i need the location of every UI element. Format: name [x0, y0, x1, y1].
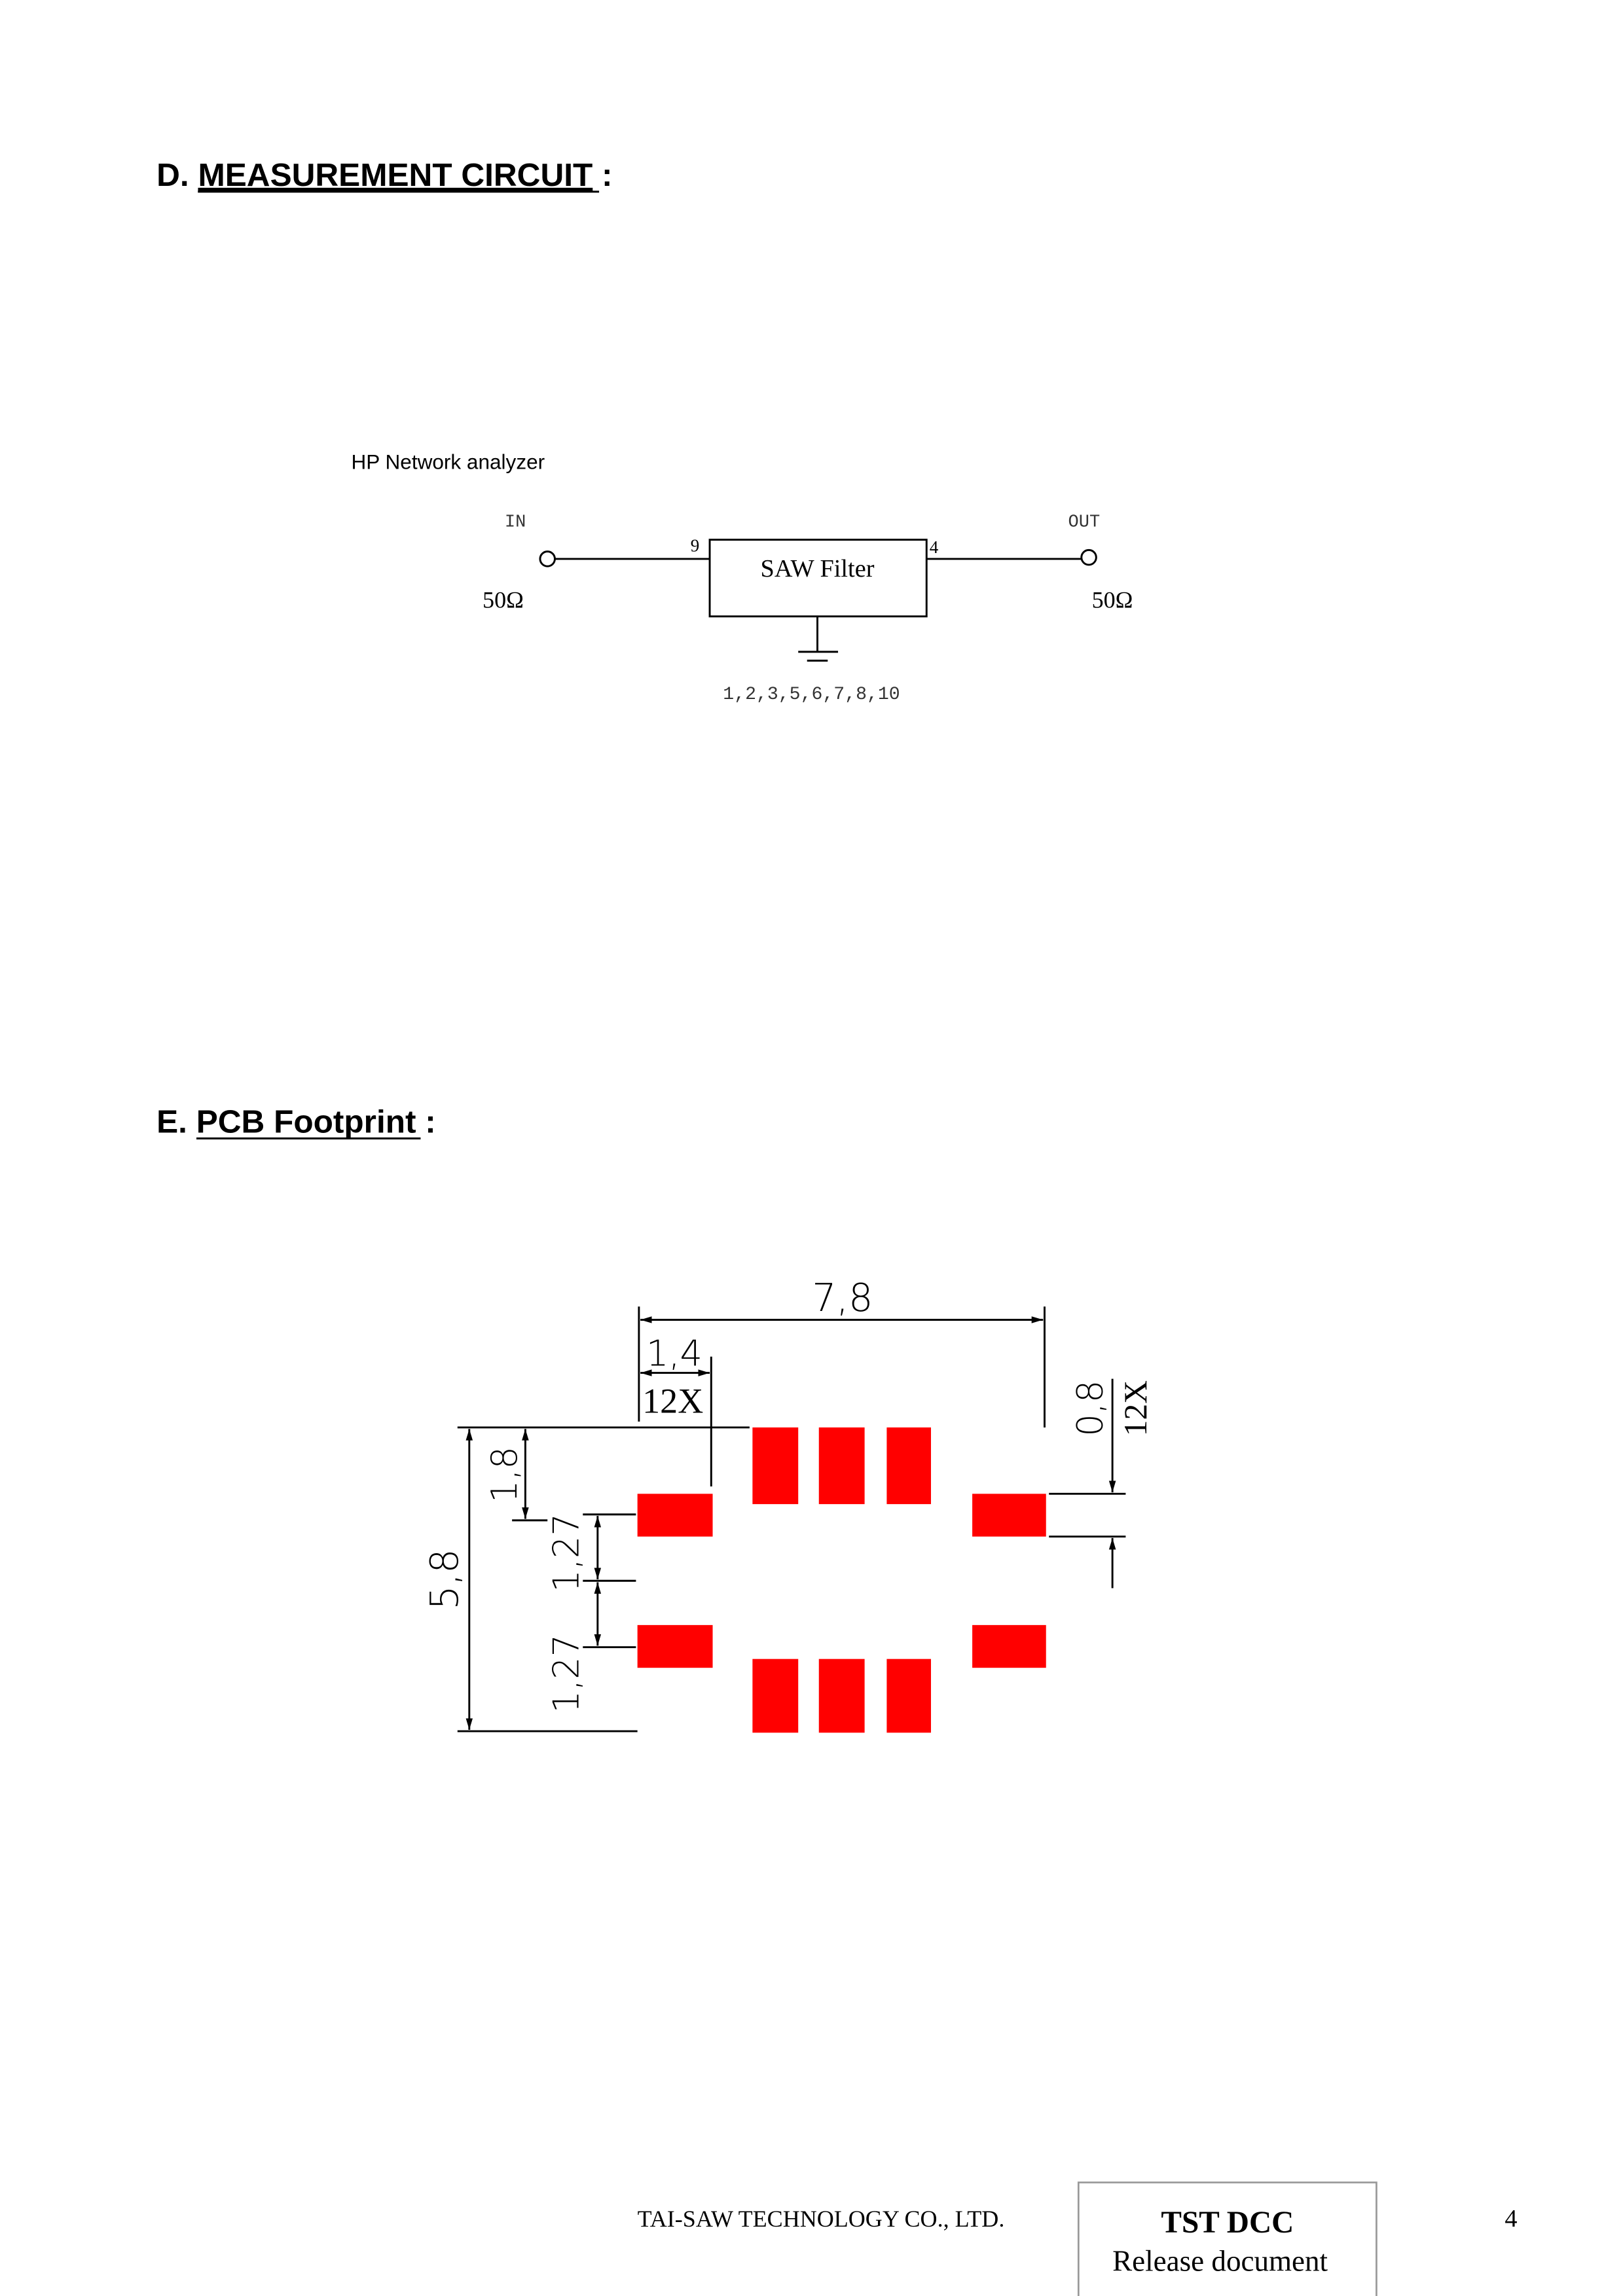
pad-width-count: 12X [1118, 1380, 1154, 1436]
page-number: 4 [1504, 2205, 1517, 2233]
pad [972, 1624, 1046, 1668]
section-d-prefix: D. [156, 156, 198, 193]
pad [637, 1624, 713, 1668]
out-label: OUT [1068, 512, 1101, 532]
pad [818, 1427, 865, 1505]
measurement-circuit-diagram: HP Network analyzer IN OUT SAW Filter 9 … [352, 450, 1133, 704]
top-pads [752, 1427, 931, 1505]
output-pin-label: 4 [930, 537, 939, 557]
section-e-heading: E. PCB Footprint : [156, 1103, 436, 1139]
ground-pins-label: 1,2,3,5,6,7,8,10 [723, 685, 900, 705]
company-name: TAI-SAW TECHNOLOGY CO., LTD. [638, 2206, 1005, 2232]
pad [886, 1427, 931, 1505]
pad [752, 1427, 799, 1505]
dimension-top-offset: 1,8 [484, 1429, 548, 1522]
input-impedance: 50Ω [483, 586, 524, 613]
overall-height-label: 5,8 [422, 1549, 467, 1609]
pcb-footprint-drawing: 7,8 1,4 12X 5,8 1,8 [422, 1276, 1154, 1733]
pad [972, 1494, 1046, 1537]
release-stamp-box [1077, 2181, 1377, 2296]
pad [637, 1494, 713, 1537]
stamp-subtitle: Release document [1112, 2245, 1328, 2278]
output-terminal [1080, 548, 1097, 566]
top-offset-label: 1,8 [484, 1446, 525, 1503]
dimension-pad-width: 0,8 12X [1049, 1378, 1154, 1588]
dimension-pad-length: 1,4 12X [640, 1333, 712, 1487]
page-footer: TAI-SAW TECHNOLOGY CO., LTD. TST DCC Rel… [638, 2181, 1518, 2296]
pad-width-label: 0,8 [1069, 1380, 1110, 1437]
dimension-pitch: 1,27 1,27 [546, 1513, 636, 1713]
dimension-overall-width: 7,8 [638, 1276, 1046, 1427]
section-e-suffix: : [416, 1103, 435, 1139]
pad-length-label: 1,4 [646, 1333, 702, 1374]
dimension-overall-height: 5,8 [422, 1429, 473, 1730]
analyzer-label: HP Network analyzer [352, 450, 545, 473]
output-impedance: 50Ω [1092, 586, 1133, 613]
section-d-title: MEASUREMENT CIRCUIT [198, 156, 593, 193]
pitch-label-2: 1,27 [546, 1634, 587, 1713]
input-pin-label: 9 [691, 536, 700, 556]
bottom-pads [752, 1659, 931, 1733]
ground-icon [798, 616, 839, 662]
in-label: IN [505, 512, 526, 532]
section-d-heading: D. MEASUREMENT CIRCUIT : [156, 156, 612, 193]
section-e-title: PCB Footprint [196, 1103, 416, 1139]
side-pads [637, 1494, 1046, 1668]
saw-filter-label: SAW Filter [761, 555, 875, 583]
section-e-prefix: E. [156, 1103, 196, 1139]
pad [752, 1659, 799, 1733]
pitch-label-1: 1,27 [546, 1513, 587, 1592]
stamp-title: TST DCC [1161, 2206, 1294, 2240]
section-d-suffix: : [593, 156, 612, 193]
input-terminal [539, 550, 556, 567]
pad [818, 1659, 865, 1733]
overall-width-label: 7,8 [812, 1276, 873, 1320]
pad [886, 1659, 931, 1733]
pad-length-count: 12X [642, 1381, 703, 1420]
